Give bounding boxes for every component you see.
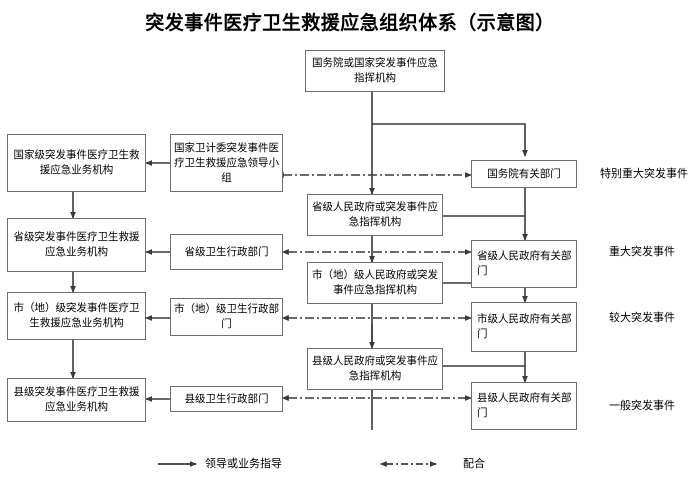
page-title: 突发事件医疗卫生救援应急组织体系（示意图）: [145, 12, 555, 34]
node-county-health-admin[interactable]: 县级卫生行政部门: [170, 386, 283, 412]
side-label-level1: 特别重大突发事件: [600, 167, 688, 180]
node-county-gov-depts[interactable]: 县级人民政府有关部门: [471, 382, 577, 430]
side-label-level2: 重大突发事件: [609, 245, 675, 258]
node-city-gov-depts[interactable]: 市级人民政府有关部门: [471, 302, 577, 352]
node-provincial-health-admin[interactable]: 省级卫生行政部门: [170, 234, 283, 270]
legend-dashed-label: 配合: [463, 457, 485, 470]
node-state-council-depts[interactable]: 国务院有关部门: [471, 160, 577, 188]
node-national-business[interactable]: 国家级突发事件医疗卫生救援应急业务机构: [7, 134, 146, 192]
legend-solid-label: 领导或业务指导: [205, 457, 282, 470]
node-national-lead-group[interactable]: 国家卫计委突发事件医疗卫生救援应急领导小组: [170, 134, 283, 192]
node-city-business[interactable]: 市（地）级突发事件医疗卫生救援应急业务机构: [7, 292, 146, 340]
node-city-health-admin[interactable]: 市（地）级卫生行政部门: [170, 298, 283, 336]
node-county-command[interactable]: 县级人民政府或突发事件应急指挥机构: [307, 348, 443, 390]
node-top-command[interactable]: 国务院或国家突发事件应急指挥机构: [305, 50, 445, 92]
node-city-command[interactable]: 市（地）级人民政府或突发事件应急指挥机构: [307, 262, 443, 304]
node-county-business[interactable]: 县级突发事件医疗卫生救援应急业务机构: [7, 378, 146, 422]
node-provincial-command[interactable]: 省级人民政府或突发事件应急指挥机构: [307, 194, 443, 236]
node-provincial-gov-depts[interactable]: 省级人民政府有关部门: [471, 240, 577, 288]
side-label-level4: 一般突发事件: [609, 399, 675, 412]
side-label-level3: 较大突发事件: [609, 311, 675, 324]
node-provincial-business[interactable]: 省级突发事件医疗卫生救援应急业务机构: [7, 218, 146, 272]
